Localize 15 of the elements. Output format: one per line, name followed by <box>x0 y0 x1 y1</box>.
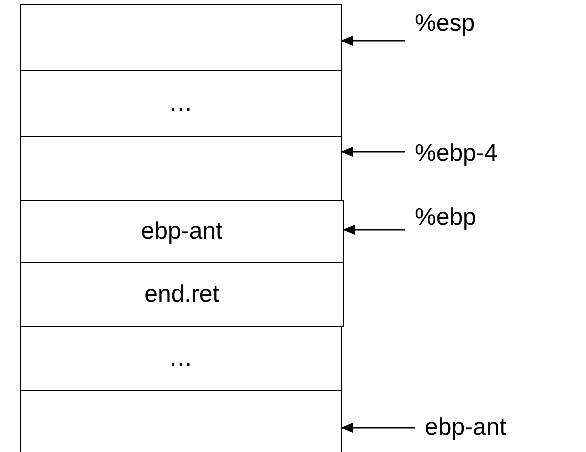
arrow <box>341 423 415 433</box>
stack-slot: ebp-ant <box>20 200 344 263</box>
stack-slot: … <box>20 326 342 391</box>
pointer-label: %ebp <box>405 204 515 234</box>
stack-slot <box>20 136 342 201</box>
pointer-label: ebp-ant <box>415 414 575 442</box>
stack-slot: … <box>20 70 342 137</box>
stack-slot: end.ret <box>20 262 344 327</box>
stack-slot <box>20 4 342 71</box>
arrow <box>341 147 405 157</box>
stack-slot <box>20 390 342 452</box>
arrow <box>343 225 405 235</box>
pointer-label: %esp <box>405 10 515 44</box>
pointer-label: %ebp-4 <box>405 140 515 166</box>
arrow <box>341 36 405 46</box>
